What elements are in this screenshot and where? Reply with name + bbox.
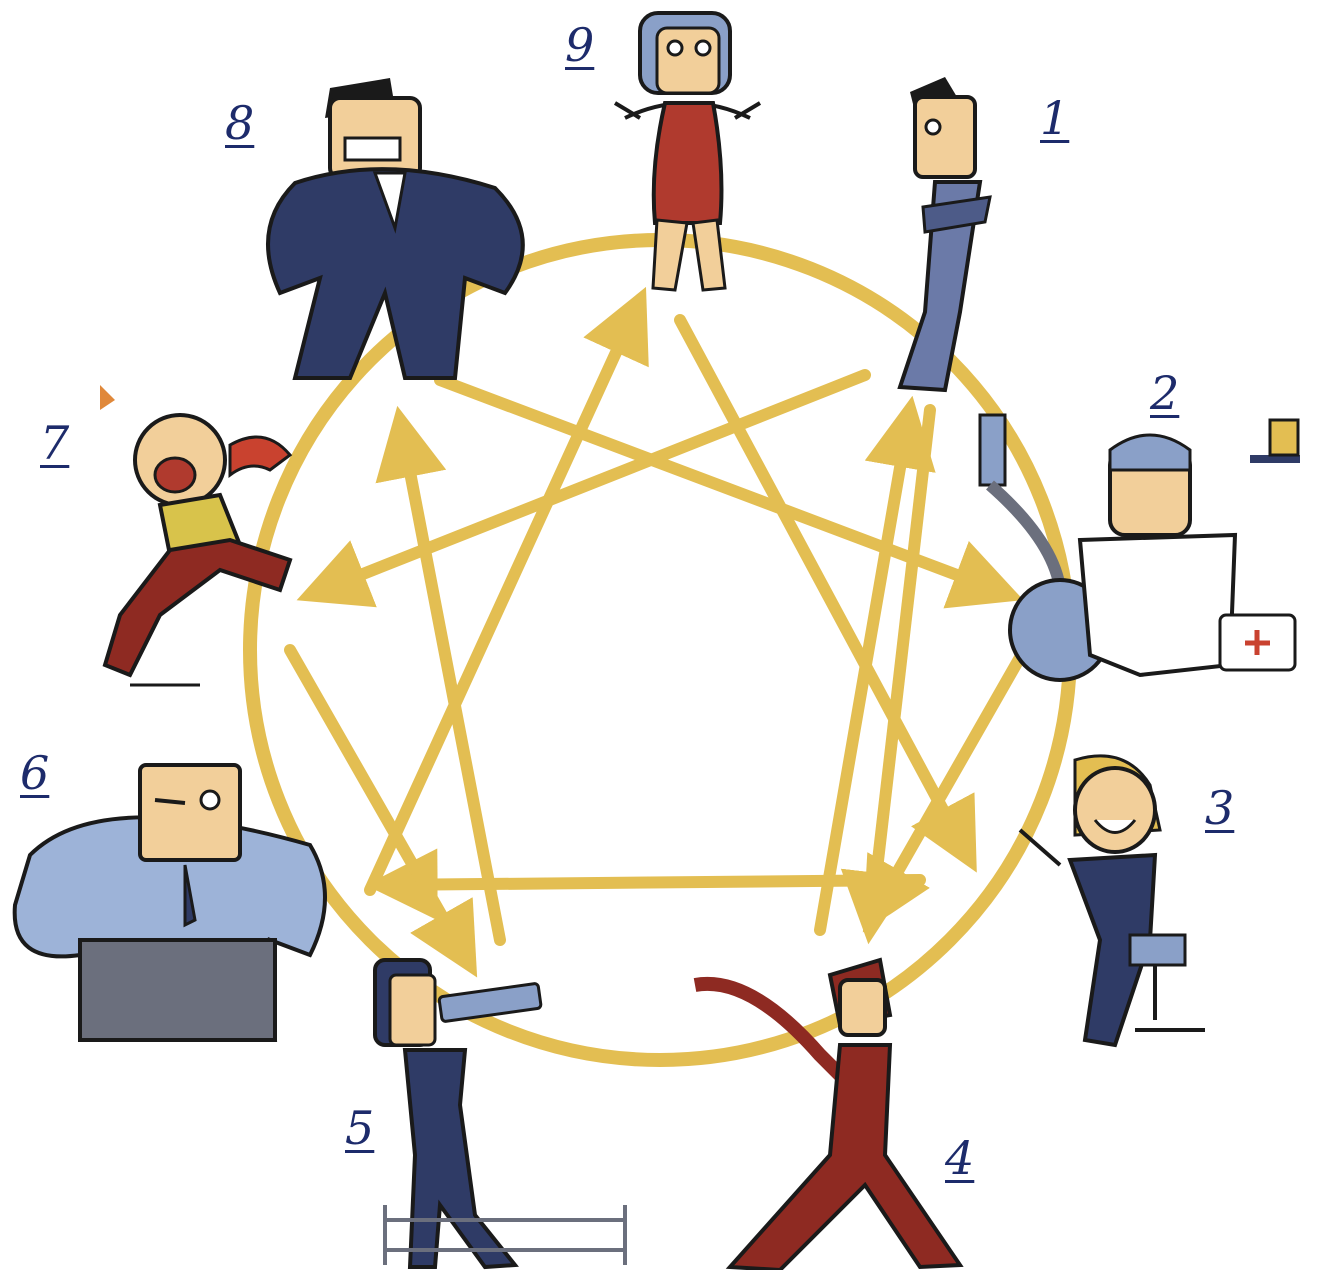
arms-crossed-man-icon bbox=[885, 72, 1005, 397]
type-number-4: 4 bbox=[945, 1135, 974, 1181]
type-number-1: 1 bbox=[1040, 95, 1069, 141]
type-number-6: 6 bbox=[20, 750, 49, 796]
shrugging-woman-icon bbox=[595, 8, 780, 298]
type-number-8: 8 bbox=[225, 100, 254, 146]
angry-boss-icon bbox=[255, 78, 535, 383]
dramatic-figure-icon bbox=[690, 955, 980, 1270]
smiling-businesswoman-icon bbox=[1015, 750, 1225, 1050]
observer-with-telescope-icon bbox=[365, 955, 635, 1270]
type-number-5: 5 bbox=[345, 1105, 374, 1151]
type-number-9: 9 bbox=[565, 22, 594, 68]
type-number-2: 2 bbox=[1150, 370, 1179, 416]
helper-with-vacuum-and-tray-icon bbox=[960, 375, 1305, 695]
type-number-7: 7 bbox=[40, 420, 69, 466]
running-enthusiast-icon bbox=[90, 375, 320, 695]
suspicious-man-icon bbox=[10, 755, 330, 1045]
type-number-3: 3 bbox=[1205, 785, 1234, 831]
